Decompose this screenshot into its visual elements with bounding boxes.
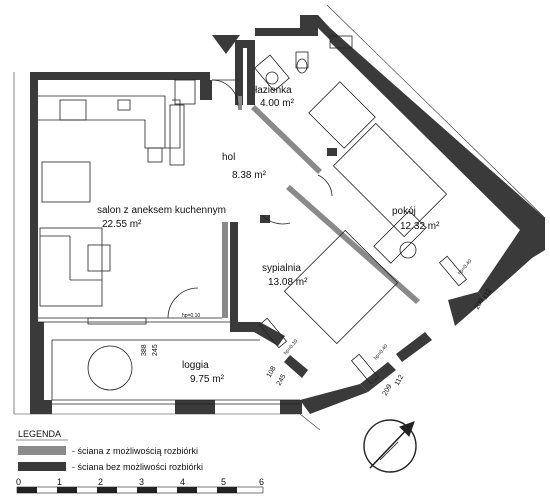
room-area: 12.32 m² (400, 221, 440, 232)
scale-tick-3: 3 (139, 477, 144, 487)
room-name: pokój (392, 206, 416, 217)
legend-title: LEGENDA (18, 429, 61, 439)
room-pokoj: pokój 12.32 m² (392, 206, 440, 232)
sill-loggia: hp=0.10 (182, 313, 200, 319)
dim-corner-b-w: 112 (394, 374, 406, 387)
room-sypialnia: sypialnia 13.08 m² (262, 263, 308, 288)
dim-corner-a-h: 245 (276, 373, 288, 387)
removable-walls (222, 96, 420, 318)
frame-lines (13, 4, 546, 431)
room-area: 9.75 m² (190, 374, 225, 385)
dim-right-h: 209 (474, 297, 486, 311)
legend-item2: - ściana bez możliwości rozbiórki (72, 462, 203, 472)
dim-right-w: 112 (482, 288, 494, 301)
room-hol: hol 8.38 m² (222, 152, 267, 181)
room-area: 13.08 m² (268, 277, 308, 288)
dim-corner-b-h: 209 (382, 383, 394, 397)
scale-tick-0: 0 (16, 477, 21, 487)
room-lazienka: łazienka 4.00 m² (255, 85, 295, 109)
scale-tick-5: 5 (221, 477, 226, 487)
load-bearing-walls (30, 15, 545, 414)
room-name: salon z aneksem kuchennym (97, 205, 226, 216)
dim-loggia-h: 245 (152, 344, 159, 356)
scale-tick-2: 2 (98, 477, 103, 487)
dim-corner-a-w: 108 (266, 365, 278, 379)
legend-item1: - ściana z możliwością rozbiórki (72, 446, 198, 456)
plan-lines (38, 35, 468, 405)
room-area: 4.00 m² (260, 98, 295, 109)
sill-corner-b: hp=0.40 (373, 343, 389, 361)
scale-tick-6: 6 (259, 477, 264, 487)
room-loggia: loggia 9.75 m² (182, 360, 225, 385)
sill-right: hp=0.40 (457, 258, 473, 276)
room-salon: salon z aneksem kuchennym 22.55 m² (97, 205, 226, 230)
room-name: loggia (182, 360, 209, 371)
scale-bar: 0 1 2 3 4 5 6 (16, 477, 264, 494)
room-name: hol (222, 152, 235, 163)
north-compass-icon (363, 419, 417, 473)
scale-tick-1: 1 (57, 477, 62, 487)
room-area: 8.38 m² (232, 170, 267, 181)
legend: LEGENDA - ściana z możliwością rozbiórki… (16, 429, 203, 472)
legend-swatch-loadbearing (18, 462, 66, 471)
triangle-down-icon (212, 35, 240, 54)
legend-swatch-removable (18, 446, 66, 455)
room-name: sypialnia (262, 263, 301, 274)
dim-loggia-w: 388 (141, 344, 148, 356)
room-area: 22.55 m² (102, 219, 142, 230)
sill-corner-a: hp=0.10 (283, 338, 299, 356)
scale-tick-4: 4 (180, 477, 185, 487)
room-name: łazienka (255, 85, 292, 96)
